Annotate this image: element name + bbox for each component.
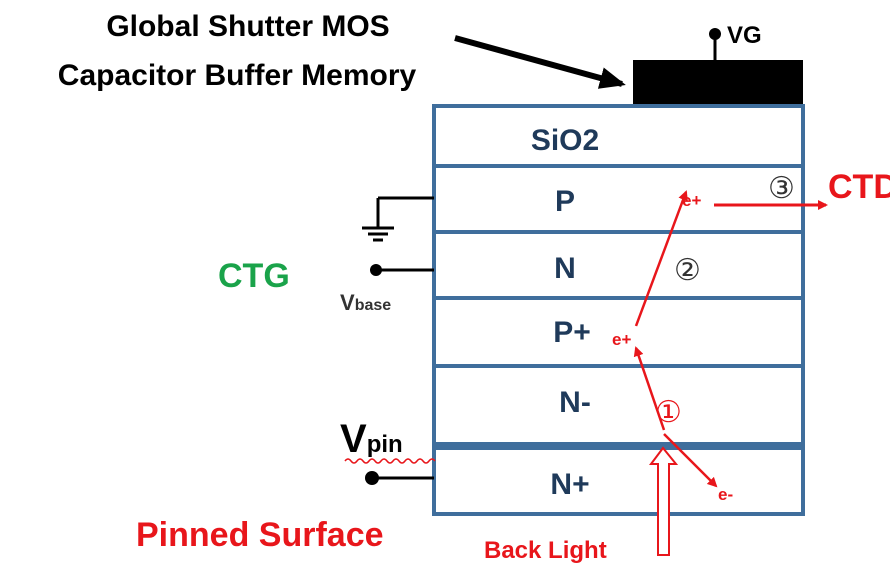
title-line-2: Capacitor Buffer Memory [58,59,417,92]
carrier-e-minus: e- [718,485,733,504]
layer-stack: SiO2 P N P+ N- N+ [432,104,805,516]
layer-label-sio2: SiO2 [531,124,599,157]
pointer-arrow [454,35,626,89]
hole-arrow-2 [634,190,688,327]
vpin-terminal-dot [365,471,379,485]
layer-n-minus [432,364,805,446]
carrier-e-plus-top: e+ [682,191,701,210]
layer-label-n-minus: N- [559,386,591,419]
vbase-terminal-dot [370,264,382,276]
ground-symbol [362,196,434,242]
layer-label-p-plus: P+ [553,316,591,349]
gate-terminal-dot [709,28,721,40]
vbase-label: Vbase [340,290,391,315]
layer-n [432,230,805,300]
layer-label-n-plus: N+ [550,468,589,501]
vpin-label: Vpin [340,417,403,461]
step-1: ① [655,395,682,430]
gate-electrode [633,60,803,106]
hole-arrow-1 [633,346,666,431]
back-light-arrow [649,446,679,556]
title-line-1: Global Shutter MOS [106,10,389,43]
ctd-label: CTD [828,168,890,206]
carrier-e-plus-mid: e+ [612,330,631,349]
step-2: ② [674,253,701,288]
back-light-label: Back Light [484,537,607,564]
pinned-surface-label: Pinned Surface [136,516,384,554]
layer-p [432,164,805,234]
step-3: ③ [768,171,795,206]
layer-n-plus [432,446,805,516]
vpin-underline-squiggle [344,458,436,464]
electron-arrow [663,433,718,488]
layer-label-n: N [554,252,576,285]
layer-sio2 [432,104,805,168]
layer-label-p: P [555,185,575,218]
ctg-label: CTG [218,257,290,295]
gate-label: VG [727,22,762,49]
